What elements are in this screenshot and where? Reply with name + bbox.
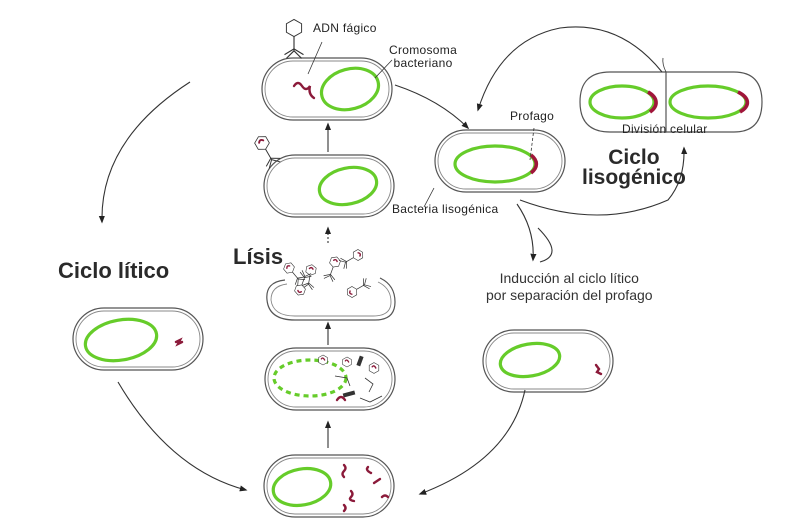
pointer-lines: [307, 41, 667, 208]
cell-infection: [261, 57, 393, 121]
label-phage-dna: ADN fágico: [313, 21, 377, 35]
released-phages: [280, 246, 372, 301]
arrow-induction-to-replication: [418, 389, 526, 495]
label-prophage: Profago: [510, 109, 555, 123]
bacterial-chromosome: [271, 466, 333, 508]
cell-division: [579, 71, 763, 133]
arrow-infection-to-lysogenic: [394, 84, 470, 130]
cell-assembly: [264, 347, 396, 411]
phage-icon: [250, 132, 283, 170]
arrow-division-to-lysogenic: [476, 26, 663, 112]
label-induction-line1: Inducción al ciclo lítico: [499, 270, 639, 286]
bacterial-chromosome: [83, 317, 159, 363]
label-induction-line2: por separación del profago: [486, 287, 653, 303]
bacterial-chromosome: [319, 66, 381, 112]
label-lysogenic-bacterium: Bacteria lisogénica: [392, 202, 499, 216]
phage-dna: [292, 81, 316, 100]
label-lysogenic-cycle-line1: Ciclo: [608, 146, 660, 169]
label-induction: Inducción al ciclo lítico por separación…: [486, 270, 653, 304]
free-phage-dna: [594, 363, 603, 376]
cell-induction: [482, 329, 614, 393]
cell-lysogenic-bacterium: [434, 129, 566, 193]
arrow-lysogenic-to-induction: [516, 203, 537, 262]
cell-phage-attached: [263, 154, 395, 218]
phage-icon: [283, 18, 305, 59]
label-bacterial-chromosome: Cromosoma bacteriano: [389, 44, 457, 70]
label-bacterial-chromosome-line2: bacteriano: [393, 56, 453, 70]
arrow-lysogenic-to-division: [519, 146, 688, 216]
arrows: [98, 26, 688, 495]
cell-lytic-entry: [72, 307, 204, 371]
cell-lysis: [266, 277, 396, 321]
bacterial-chromosome: [317, 165, 379, 207]
fragmented-chromosome: [272, 358, 348, 398]
label-bacterial-chromosome-line1: Cromosoma: [389, 43, 458, 57]
label-lysis: Lísis: [233, 244, 284, 269]
arrow-infection-to-lytic: [98, 81, 191, 224]
arrow-placeholder: [537, 227, 553, 263]
cell-replication: [263, 454, 395, 518]
bacterial-chromosome: [498, 341, 562, 379]
bacterial-chromosome: [453, 144, 537, 184]
label-lytic-cycle: Ciclo lítico: [58, 258, 170, 283]
label-cell-division: División celular: [622, 122, 708, 136]
prophage: [529, 153, 539, 175]
label-lysogenic-cycle-line2: lisogénico: [582, 166, 686, 189]
arrow-lytic-to-replication: [117, 381, 248, 492]
phage-dna: [174, 337, 184, 347]
label-lysogenic-cycle: Ciclo lisogénico: [582, 146, 686, 189]
